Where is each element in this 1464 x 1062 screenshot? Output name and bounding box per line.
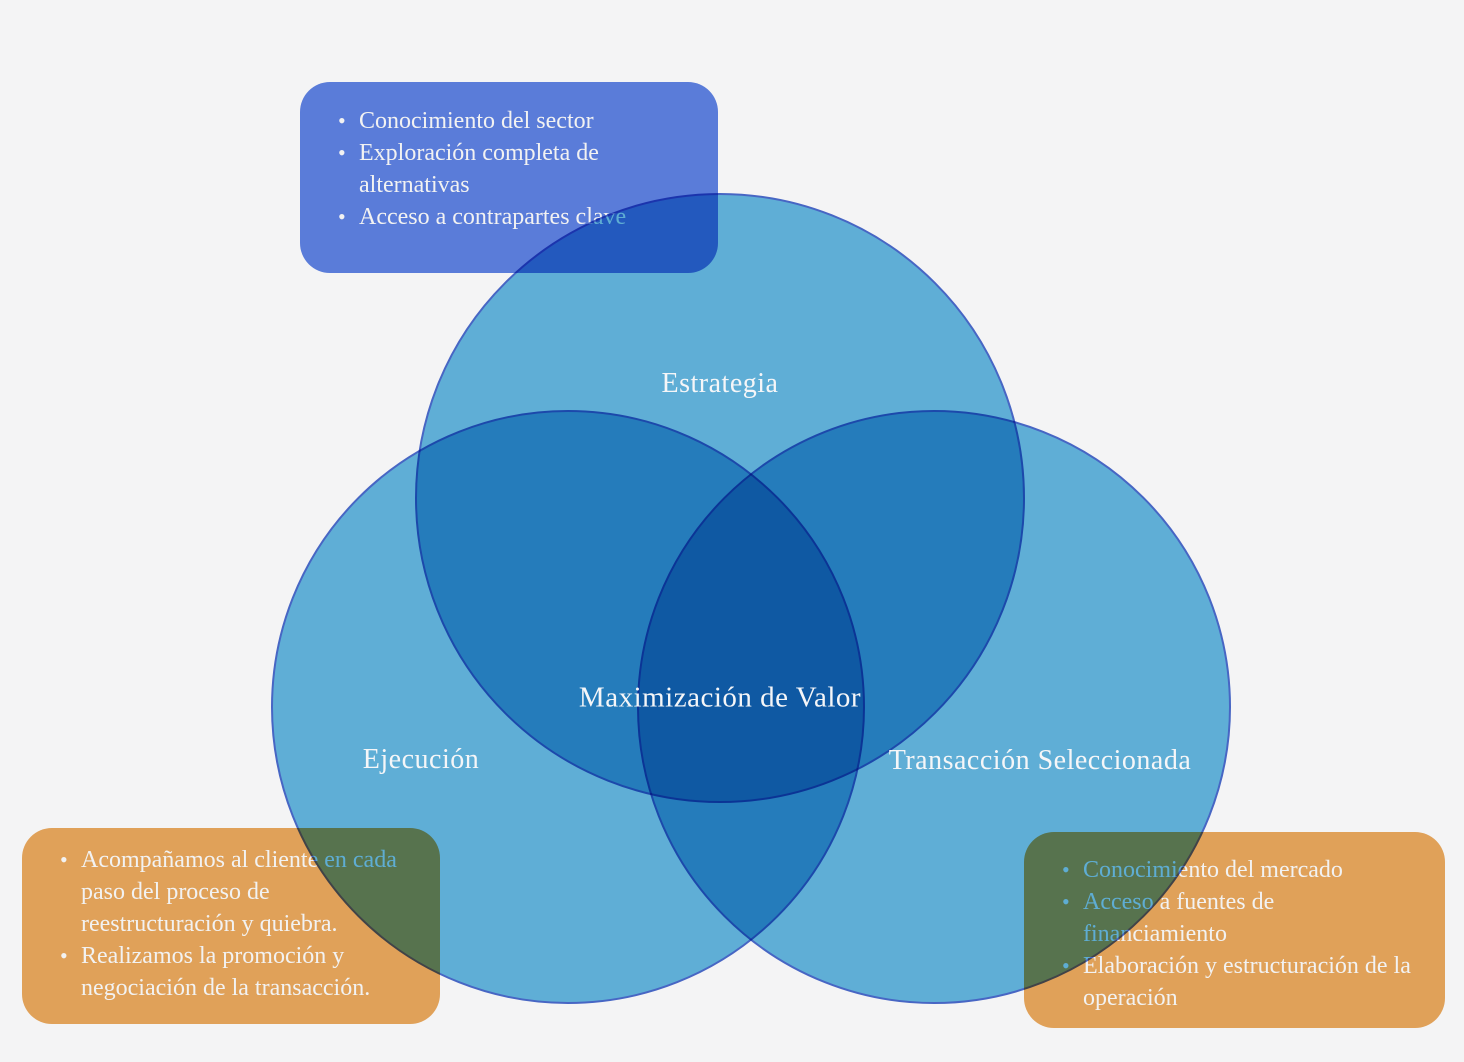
callout-estrategia-list: Conocimiento del sector Exploración comp… (336, 105, 694, 233)
circle-label-transaccion: Transacción Seleccionada (888, 745, 1192, 776)
callout-item: Conocimiento del sector (336, 105, 694, 137)
callout-item: Elaboración y estructuración de la opera… (1060, 950, 1423, 1014)
callout-item: Realizamos la promoción y negociación de… (58, 940, 416, 1004)
circle-label-estrategia: Estrategia (661, 368, 779, 399)
callout-item: Exploración completa de alternativas (336, 137, 694, 201)
venn-circle-transaccion (637, 410, 1231, 1004)
center-label-maximizacion: Maximización de Valor (578, 681, 862, 714)
callout-estrategia: Conocimiento del sector Exploración comp… (300, 82, 718, 273)
circle-label-ejecucion: Ejecución (362, 744, 480, 775)
